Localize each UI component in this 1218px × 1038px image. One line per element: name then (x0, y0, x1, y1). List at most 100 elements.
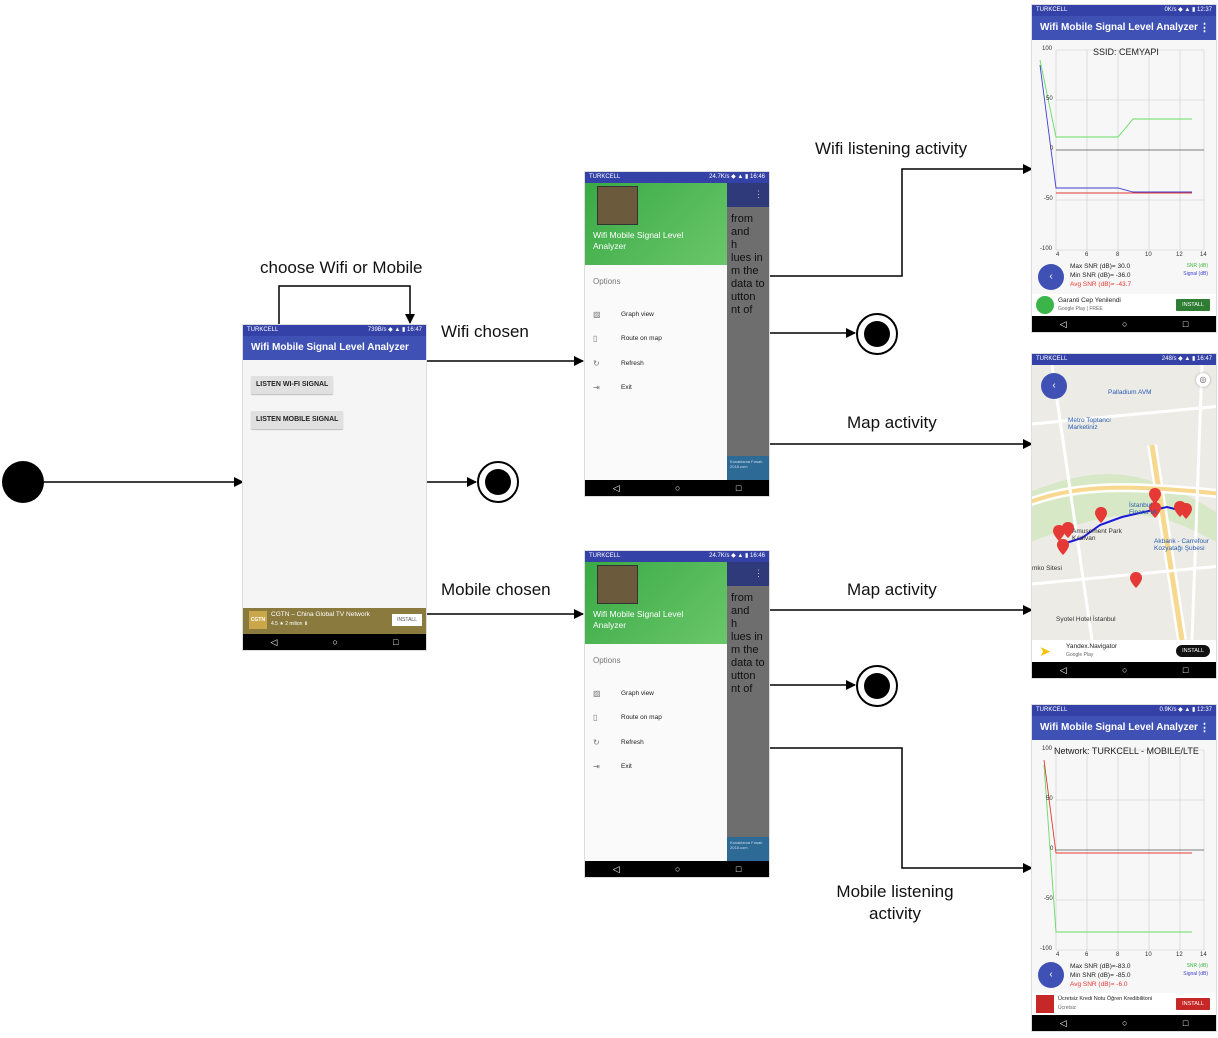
ad-title: CGTN – China Global TV Network (271, 611, 370, 618)
overflow-menu-icon[interactable]: ⋮ (754, 189, 763, 199)
ad-install-button[interactable]: INSTALL (1176, 645, 1210, 657)
map-label-palladium[interactable]: Palladium AVM (1108, 389, 1152, 396)
back-icon[interactable]: ◁ (1059, 1017, 1067, 1028)
legend-snr: SNR (dB) (1186, 963, 1208, 969)
x-tick: 12 (1176, 252, 1183, 258)
status-right: 0.9K/s ◆ ▲ ▮ 12:37 (1159, 707, 1212, 713)
home-icon[interactable]: ○ (1122, 319, 1128, 329)
choose-loop-arrow (278, 285, 415, 325)
mobile-graph-screen: TURKCELL 0.9K/s ◆ ▲ ▮ 12:37 Wifi Mobile … (1032, 705, 1216, 1031)
app-title: Wifi Mobile Signal Level Analyzer (1040, 722, 1198, 733)
ad-title: Ücretsiz Kredi Notu Öğren Kredibilitoni (1058, 996, 1153, 1002)
back-icon[interactable]: ◁ (1059, 318, 1067, 329)
back-icon[interactable]: ◁ (1059, 664, 1067, 675)
back-fab-button[interactable]: ‹ (1038, 264, 1064, 290)
exit-icon: ⇥ (593, 762, 600, 771)
map-label-istanbul[interactable]: İstanbul Finans M. (1129, 502, 1158, 516)
ad-subtitle: Ücretsiz (1058, 1005, 1077, 1011)
overflow-menu-icon[interactable]: ⋮ (1199, 722, 1210, 734)
image-icon: ▨ (593, 689, 601, 698)
home-icon[interactable]: ○ (675, 483, 681, 493)
y-tick: 100 (1042, 46, 1053, 52)
y-tick: 50 (1046, 796, 1053, 802)
mobile-listening-label: Mobile listening activity (836, 882, 954, 923)
refresh-icon: ↻ (593, 738, 600, 747)
ad-banner[interactable]: Konaklama Fırsatı 2018.com (727, 837, 769, 861)
ad-banner[interactable]: Garanti Cep Yenilendi Google Play | FREE… (1032, 294, 1216, 316)
ad-title: Garanti Cep Yenilendi (1058, 297, 1121, 304)
ad-banner[interactable]: Ücretsiz Kredi Notu Öğren Kredibilitoni … (1032, 993, 1216, 1015)
final-state-node-wifi (856, 313, 898, 355)
dimmed-content[interactable]: ⋮ from and h lues in m the data to utton… (727, 183, 769, 480)
ad-banner[interactable]: CGTN CGTN – China Global TV Network 4.5 … (243, 608, 426, 634)
overflow-menu-icon[interactable]: ⋮ (1199, 22, 1210, 34)
graph-title: Network: TURKCELL - MOBILE/LTE (1054, 746, 1199, 756)
wifi-listening-label: Wifi listening activity (815, 139, 968, 158)
map-label-amusement[interactable]: Amusement Park Kıldıvan (1072, 528, 1122, 542)
home-icon[interactable]: ○ (1122, 665, 1128, 675)
back-icon[interactable]: ◁ (270, 636, 278, 647)
initial-state-node (2, 461, 44, 503)
menu-item-refresh[interactable]: ↻Refresh (593, 738, 644, 747)
legend-signal: Signal (dB) (1183, 971, 1208, 977)
refresh-icon: ↻ (593, 359, 600, 368)
options-label: Options (593, 277, 621, 286)
y-tick: -100 (1040, 946, 1053, 952)
final-state-node-main (477, 461, 519, 503)
carrier-label: TURKCELL (1036, 707, 1068, 713)
menu-item-refresh[interactable]: ↻Refresh (593, 359, 644, 368)
navigation-drawer: Wifi Mobile Signal Level Analyzer Option… (585, 562, 727, 861)
menu-item-exit[interactable]: ⇥Exit (593, 762, 632, 771)
status-bar: TURKCELL 24.7K/s ◆ ▲ ▮ 16:46 (585, 172, 769, 183)
ad-banner[interactable]: Konaklama Fırsatı 2018.com (727, 456, 769, 480)
home-icon[interactable]: ○ (675, 864, 681, 874)
listen-wifi-button[interactable]: LISTEN WI-FI SIGNAL (251, 376, 334, 394)
back-fab-button[interactable]: ‹ (1041, 373, 1067, 399)
menu-item-route-on-map[interactable]: ▯Route on map (593, 334, 662, 343)
home-icon[interactable]: ○ (1122, 1018, 1128, 1028)
ad-banner[interactable]: ➤ Yandex.Navigator Google Play INSTALL (1032, 640, 1216, 662)
map-canvas (1032, 365, 1216, 640)
snr-stats: Max SNR (dB)= 30.0 Min SNR (dB)= -36.0 A… (1070, 262, 1131, 289)
ad-install-button[interactable]: INSTALL (1176, 299, 1210, 311)
back-icon[interactable]: ◁ (612, 482, 620, 493)
listen-mobile-button[interactable]: LISTEN MOBILE SIGNAL (251, 411, 344, 429)
recents-icon[interactable]: □ (735, 864, 742, 874)
nav-bar: ◁ ○ □ (585, 480, 769, 496)
recents-icon[interactable]: □ (1182, 1018, 1189, 1028)
menu-item-graph-view[interactable]: ▨Graph view (593, 689, 654, 698)
x-tick: 6 (1085, 252, 1089, 258)
min-snr: Min SNR (dB)= -85.0 (1070, 972, 1131, 979)
ad-install-button[interactable]: INSTALL (392, 614, 422, 626)
snr-stats: Max SNR (dB)=-83.0 Min SNR (dB)= -85.0 A… (1070, 962, 1131, 989)
my-location-icon[interactable]: ◎ (1196, 373, 1210, 387)
map-label-metro[interactable]: Metro Toptancı Marketiniz (1068, 417, 1111, 431)
max-snr: Max SNR (dB)= 30.0 (1070, 263, 1131, 270)
map-label-emko[interactable]: mko Sitesi (1032, 565, 1062, 572)
recents-icon[interactable]: □ (735, 483, 742, 493)
profile-image (597, 186, 638, 225)
map-label-syotel[interactable]: Syotel Hotel İstanbul (1056, 616, 1116, 623)
status-right: 24.7K/s ◆ ▲ ▮ 16:46 (709, 174, 765, 180)
graph-title: SSID: CEMYAPI (1093, 47, 1159, 57)
map-label-akbank[interactable]: Akbank - Carrefour Kozyatağı Şubesi (1154, 538, 1209, 552)
menu-item-exit[interactable]: ⇥Exit (593, 383, 632, 392)
nav-bar: ◁ ○ □ (1032, 316, 1216, 332)
overflow-menu-icon[interactable]: ⋮ (754, 568, 763, 578)
app-bar: Wifi Mobile Signal Level Analyzer ⋮ (1032, 716, 1216, 740)
recents-icon[interactable]: □ (1182, 665, 1189, 675)
menu-item-graph-view[interactable]: ▨Graph view (593, 310, 654, 319)
menu-item-route-on-map[interactable]: ▯Route on map (593, 713, 662, 722)
home-icon[interactable]: ○ (332, 637, 338, 647)
back-fab-button[interactable]: ‹ (1038, 962, 1064, 988)
map-view[interactable]: Palladium AVM Metro Toptancı Marketiniz … (1032, 365, 1216, 640)
back-icon[interactable]: ◁ (612, 863, 620, 874)
recents-icon[interactable]: □ (393, 637, 399, 647)
dimmed-content[interactable]: ⋮ from and h lues in m the data to utton… (727, 562, 769, 861)
ad-install-button[interactable]: INSTALL (1176, 998, 1210, 1010)
carrier-label: TURKCELL (1036, 356, 1068, 362)
y-tick: 0 (1050, 146, 1054, 152)
legend-signal: Signal (dB) (1183, 271, 1208, 277)
max-snr: Max SNR (dB)=-83.0 (1070, 963, 1131, 970)
recents-icon[interactable]: □ (1182, 319, 1189, 329)
